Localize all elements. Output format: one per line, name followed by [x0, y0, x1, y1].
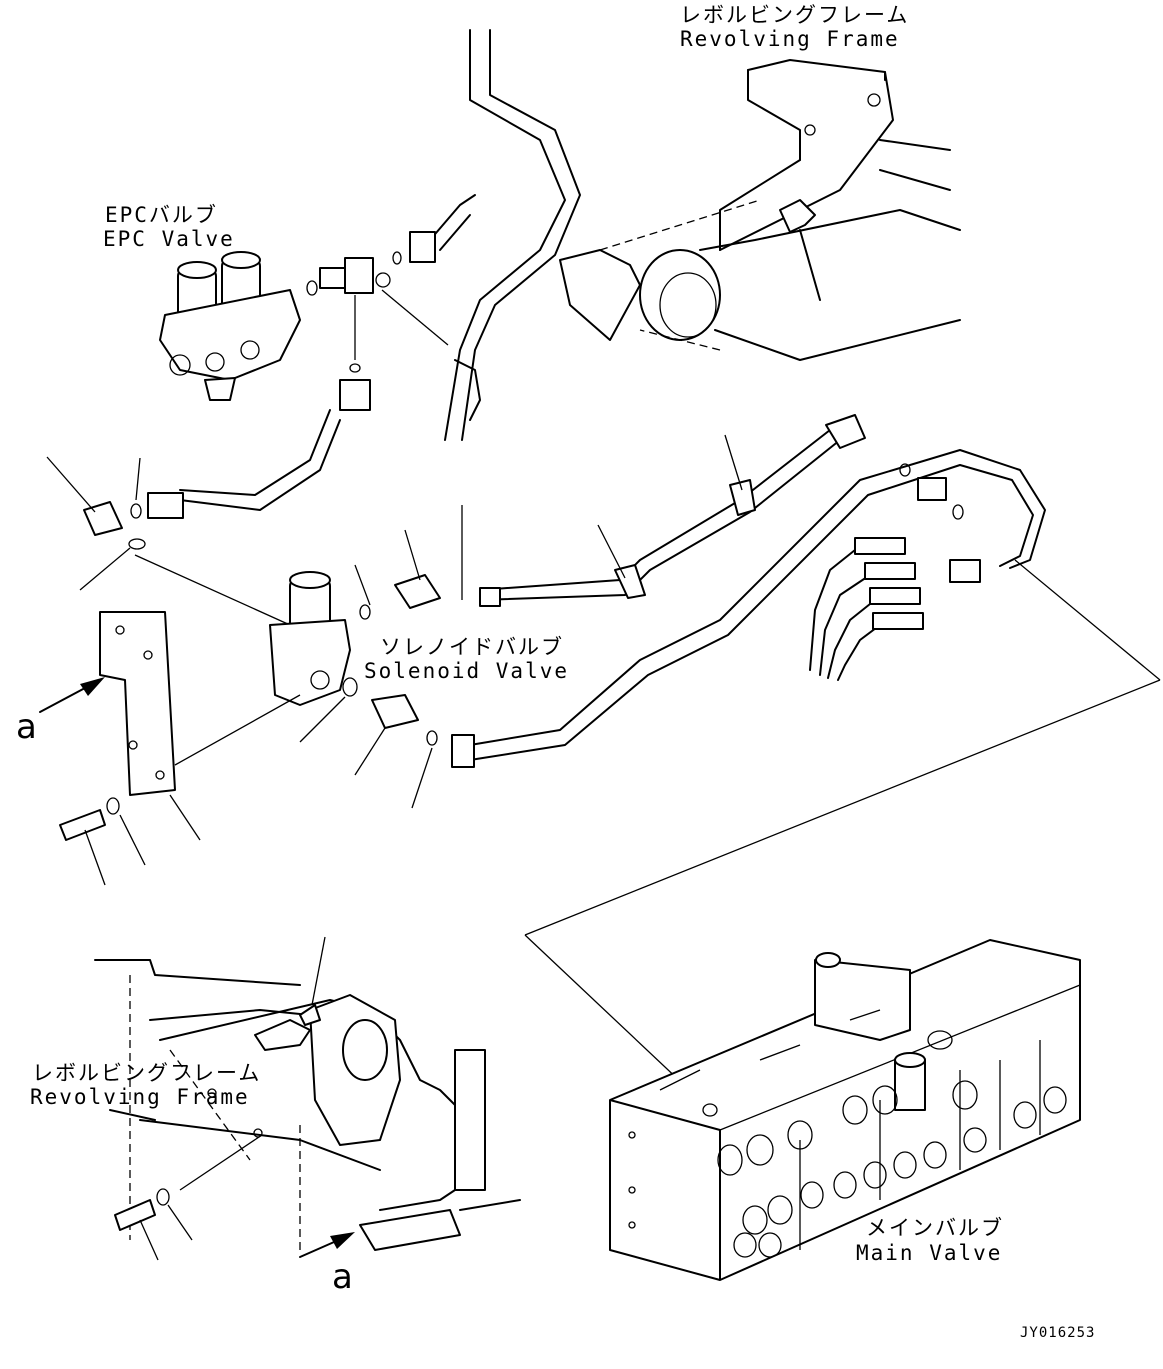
revolving-frame-bottom-en: Revolving Frame — [30, 1085, 250, 1109]
revolving-frame-top-jp: レボルビングフレーム — [680, 3, 909, 27]
leader-to-main-valve — [524, 679, 1161, 1101]
mounting-bracket — [99, 611, 301, 841]
leader-lines-upper — [46, 456, 291, 626]
main-valve-en: Main Valve — [856, 1241, 1002, 1265]
revolving-frame-top — [559, 59, 961, 361]
revolving-frame-bottom-jp: レボルビングフレーム — [32, 1061, 261, 1085]
epc-valve — [159, 251, 301, 401]
label-revolving-frame-top: レボルビングフレーム Revolving Frame — [680, 3, 909, 51]
revolving-frame-top-en: Revolving Frame — [680, 27, 900, 51]
view-arrow-bottom — [299, 1232, 355, 1258]
label-main-valve: メインバルブ Main Valve — [856, 1216, 1004, 1265]
main-valve-jp: メインバルブ — [866, 1216, 1004, 1240]
epc-lower-hose — [83, 409, 341, 550]
epc-fittings — [306, 231, 449, 411]
view-arrow-top — [39, 677, 105, 713]
pilot-hose-bundle — [809, 537, 1161, 681]
main-valve — [609, 939, 1081, 1281]
revolving-frame-bottom — [94, 936, 521, 1251]
solenoid-valve — [269, 505, 463, 809]
epc-valve-jp: EPCバルブ — [105, 203, 218, 227]
bolt-washer-lower — [114, 1134, 263, 1261]
bolt-washer-upper — [59, 797, 146, 886]
drawing-id: JY016253 — [1020, 1325, 1095, 1341]
label-solenoid-valve: ソレノイドバルブ Solenoid Valve — [364, 635, 569, 683]
upper-hose — [429, 29, 581, 441]
view-label-a-bottom: a — [332, 1257, 353, 1297]
label-revolving-frame-bottom: レボルビングフレーム Revolving Frame — [30, 1061, 261, 1109]
solenoid-valve-jp: ソレノイドバルブ — [380, 635, 564, 659]
view-label-a-top: a — [16, 707, 37, 747]
main-hose — [451, 414, 1046, 768]
solenoid-valve-en: Solenoid Valve — [364, 659, 569, 683]
label-epc-valve: EPCバルブ EPC Valve — [103, 203, 235, 251]
epc-valve-en: EPC Valve — [103, 227, 235, 251]
